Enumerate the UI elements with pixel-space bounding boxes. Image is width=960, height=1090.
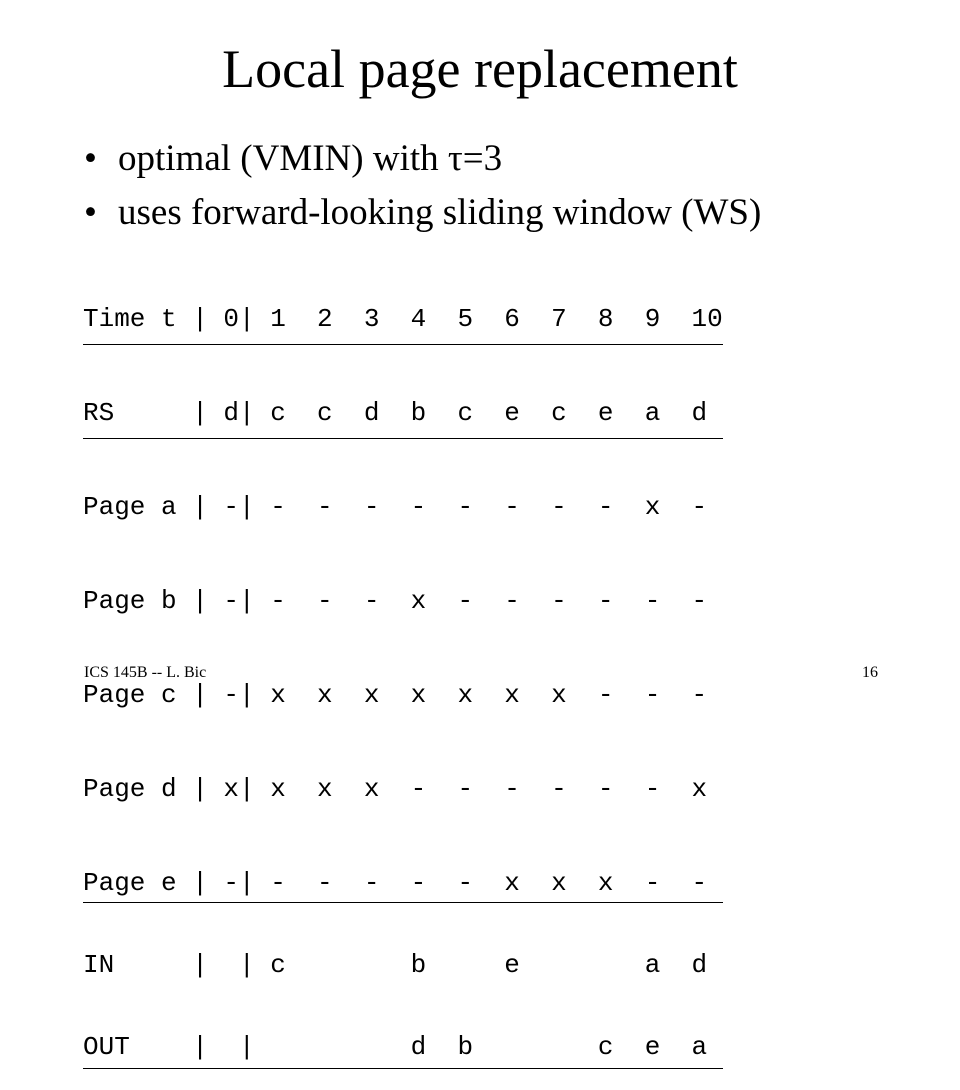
slide-title: Local page replacement	[222, 39, 738, 99]
trace-row-in: IN | | c b e a d	[83, 950, 708, 980]
trace-row-page-e: Page e | -| - - - - - x x x - -	[83, 870, 723, 903]
footer-course-label: ICS 145B -- L. Bic	[84, 664, 207, 681]
bullet-item-vmin: optimal (VMIN) with τ=3	[84, 140, 761, 194]
trace-row-time: Time t | 0| 1 2 3 4 5 6 7 8 9 10	[83, 306, 723, 348]
trace-row-page-b: Page b | -| - - - x - - - - - -	[83, 586, 708, 616]
trace-row-page-d: Page d | x| x x x - - - - - - x	[83, 774, 708, 804]
bullet-list: optimal (VMIN) with τ=3 uses forward-loo…	[84, 140, 761, 248]
trace-row-reference-string: RS | d| c c d b c e c e a d	[83, 400, 723, 442]
slide-number: 16	[862, 664, 878, 681]
trace-row-page-a: Page a | -| - - - - - - - - x -	[83, 492, 708, 522]
trace-row-page-c: Page c | -| x x x x x x x - - -	[83, 680, 708, 710]
bullet-item-window: uses forward-looking sliding window (WS)	[84, 194, 761, 248]
trace-row-out: OUT | | d b c e a	[83, 1034, 723, 1069]
